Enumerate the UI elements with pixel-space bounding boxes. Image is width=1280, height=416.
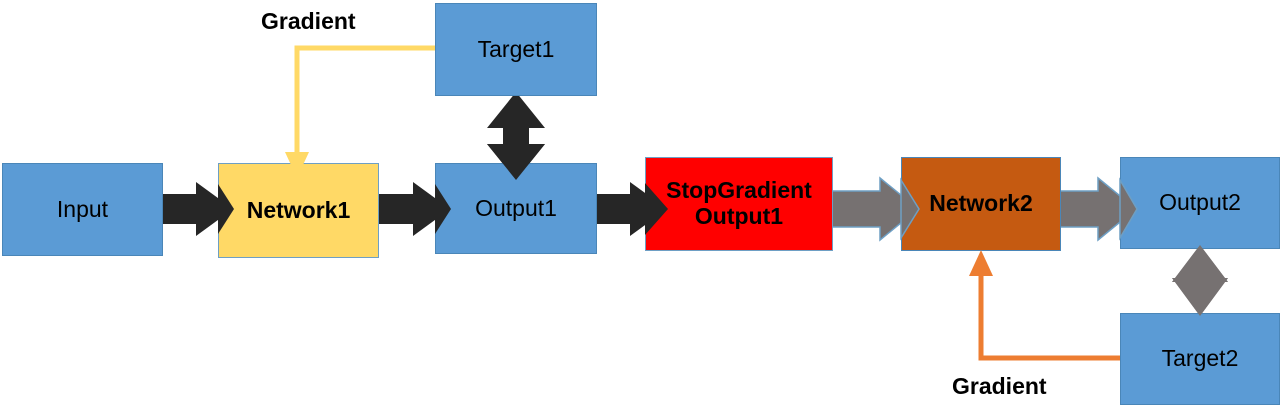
node-input-label: Input xyxy=(56,195,109,222)
node-target1[interactable]: Target1 xyxy=(435,3,597,96)
label-gradient-top: Gradient xyxy=(261,8,356,34)
node-output2[interactable]: Output2 xyxy=(1120,157,1280,249)
node-network2-label: Network2 xyxy=(929,190,1033,217)
node-stopgradient-output1-label: StopGradient Output1 xyxy=(666,177,812,229)
label-gradient-bottom: Gradient xyxy=(952,373,1047,399)
arrow-output2-target2-loss xyxy=(1172,245,1228,316)
node-target2-label: Target2 xyxy=(1161,345,1239,372)
node-network1-label: Network1 xyxy=(246,196,351,223)
arrow-head-output2-up xyxy=(1172,245,1228,282)
node-target2[interactable]: Target2 xyxy=(1120,313,1280,405)
arrow-head-target2-down xyxy=(1172,278,1228,316)
arrow-target1-gradient-network1 xyxy=(288,45,437,175)
node-network2[interactable]: Network2 xyxy=(901,157,1061,251)
node-output2-label: Output2 xyxy=(1159,189,1241,216)
node-network1[interactable]: Network1 xyxy=(218,163,379,258)
node-stopgradient-output1[interactable]: StopGradient Output1 xyxy=(645,157,833,251)
arrow-target2-gradient-network2 xyxy=(972,252,1122,361)
node-input[interactable]: Input xyxy=(2,163,163,256)
arrow-head-gradient-network2 xyxy=(969,250,993,276)
node-output1-label: Output1 xyxy=(475,194,557,221)
node-output1[interactable]: Output1 xyxy=(435,163,597,254)
node-target1-label: Target1 xyxy=(477,35,555,62)
